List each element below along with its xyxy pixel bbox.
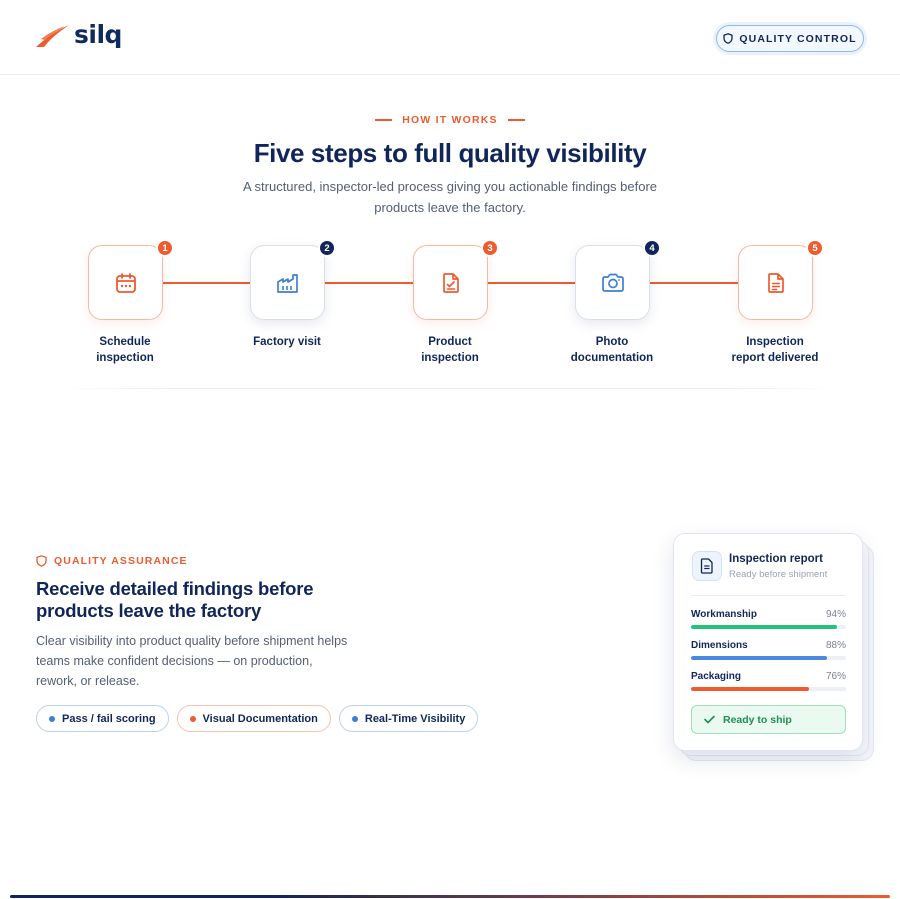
pill-dot xyxy=(189,715,196,722)
step-5-number: 5 xyxy=(806,239,824,257)
section-divider xyxy=(60,388,840,389)
pill-label: Visual Documentation xyxy=(202,712,318,725)
step-2-number: 2 xyxy=(318,239,336,257)
factory-icon xyxy=(276,273,298,293)
metric-dimensions: Dimensions 88% xyxy=(691,640,846,660)
step-4-label: Photo documentation xyxy=(537,334,687,366)
step-1-label-line2: inspection xyxy=(96,352,154,364)
how-it-works-eyebrow: HOW IT WORKS xyxy=(0,114,900,126)
pill-dot xyxy=(351,715,358,722)
progress-bar-fill xyxy=(691,687,809,691)
step-1-icon-box xyxy=(88,245,163,320)
report-icon xyxy=(767,272,784,293)
step-5-label: Inspection report delivered xyxy=(700,334,850,366)
pill-real-time-visibility[interactable]: Real-Time Visibility xyxy=(338,705,479,732)
qa-eyebrow-label: QUALITY ASSURANCE xyxy=(54,555,188,567)
eyebrow-dash-right xyxy=(507,119,525,121)
step-3-label: Product inspection xyxy=(375,334,525,366)
step-4-label-line2: documentation xyxy=(570,352,654,364)
inspection-report-card: Inspection report Ready before shipment … xyxy=(673,533,863,751)
logo-swoosh-icon xyxy=(36,24,69,47)
step-2-icon-box xyxy=(250,245,325,320)
metric-value: 76% xyxy=(825,671,846,682)
step-4-label-line1: Photo xyxy=(595,336,629,348)
pill-pass-fail-scoring[interactable]: Pass / fail scoring xyxy=(36,705,169,732)
progress-bar xyxy=(691,687,846,691)
qa-body: Clear visibility into product quality be… xyxy=(36,634,348,688)
status-label: Ready to ship xyxy=(723,713,792,726)
step-2-label-line1: Factory visit xyxy=(253,336,321,348)
progress-bar xyxy=(691,625,846,629)
step-1-label-line1: Schedule xyxy=(99,336,151,348)
section-subtitle: A structured, inspector-led process givi… xyxy=(242,179,658,215)
metric-packaging: Packaging 76% xyxy=(691,671,846,691)
card-divider xyxy=(691,595,846,596)
step-4-number: 4 xyxy=(643,239,661,257)
eyebrow-label: HOW IT WORKS xyxy=(402,114,498,126)
step-4-icon-box xyxy=(575,245,650,320)
section-title: Five steps to full quality visibility xyxy=(253,138,647,168)
document-icon xyxy=(692,551,722,581)
check-icon xyxy=(704,715,715,724)
step-1-label: Schedule inspection xyxy=(50,334,200,366)
ready-to-ship-status: Ready to ship xyxy=(691,705,846,734)
step-1-number: 1 xyxy=(156,239,174,257)
metric-value: 94% xyxy=(825,609,846,620)
pill-dot xyxy=(49,715,55,722)
step-5-label-line1: Inspection xyxy=(746,336,804,348)
shield-icon xyxy=(723,33,734,44)
step-3-label-line2: inspection xyxy=(421,352,479,364)
step-3-label-line1: Product xyxy=(428,336,472,348)
progress-bar xyxy=(691,656,846,660)
quality-control-badge[interactable]: QUALITY CONTROL xyxy=(716,25,864,52)
progress-bar-fill xyxy=(691,656,828,660)
metric-value: 88% xyxy=(825,640,846,651)
footer-gradient-bar xyxy=(10,895,890,898)
checklist-icon xyxy=(442,272,459,293)
metric-name: Workmanship xyxy=(691,609,757,620)
calendar-icon xyxy=(115,272,136,293)
step-5-label-line2: report delivered xyxy=(731,352,819,364)
card-subtitle: Ready before shipment xyxy=(729,569,828,580)
step-2-label: Factory visit xyxy=(212,334,362,350)
metric-workmanship: Workmanship 94% xyxy=(691,609,846,629)
site-header: silq QUALITY CONTROL xyxy=(0,0,900,75)
pill-label: Pass / fail scoring xyxy=(62,712,156,725)
shield-icon xyxy=(36,555,47,567)
badge-label: QUALITY CONTROL xyxy=(739,32,857,45)
progress-bar-fill xyxy=(691,625,837,629)
metric-name: Packaging xyxy=(691,671,742,682)
feature-pills: Pass / fail scoring Visual Documentation… xyxy=(36,705,479,732)
qa-title: Receive detailed findings before product… xyxy=(36,578,314,621)
step-3-number: 3 xyxy=(481,239,499,257)
silq-logo[interactable]: silq xyxy=(35,20,122,49)
step-3-icon-box xyxy=(413,245,488,320)
card-title: Inspection report xyxy=(729,553,823,565)
camera-icon xyxy=(601,273,624,292)
quality-assurance-eyebrow: QUALITY ASSURANCE xyxy=(36,555,188,567)
step-5-icon-box xyxy=(738,245,813,320)
pill-label: Real-Time Visibility xyxy=(364,712,466,725)
pill-visual-documentation[interactable]: Visual Documentation xyxy=(176,705,331,732)
logo-wordmark: silq xyxy=(74,20,122,49)
metric-name: Dimensions xyxy=(691,640,748,651)
eyebrow-dash-left xyxy=(375,119,393,121)
